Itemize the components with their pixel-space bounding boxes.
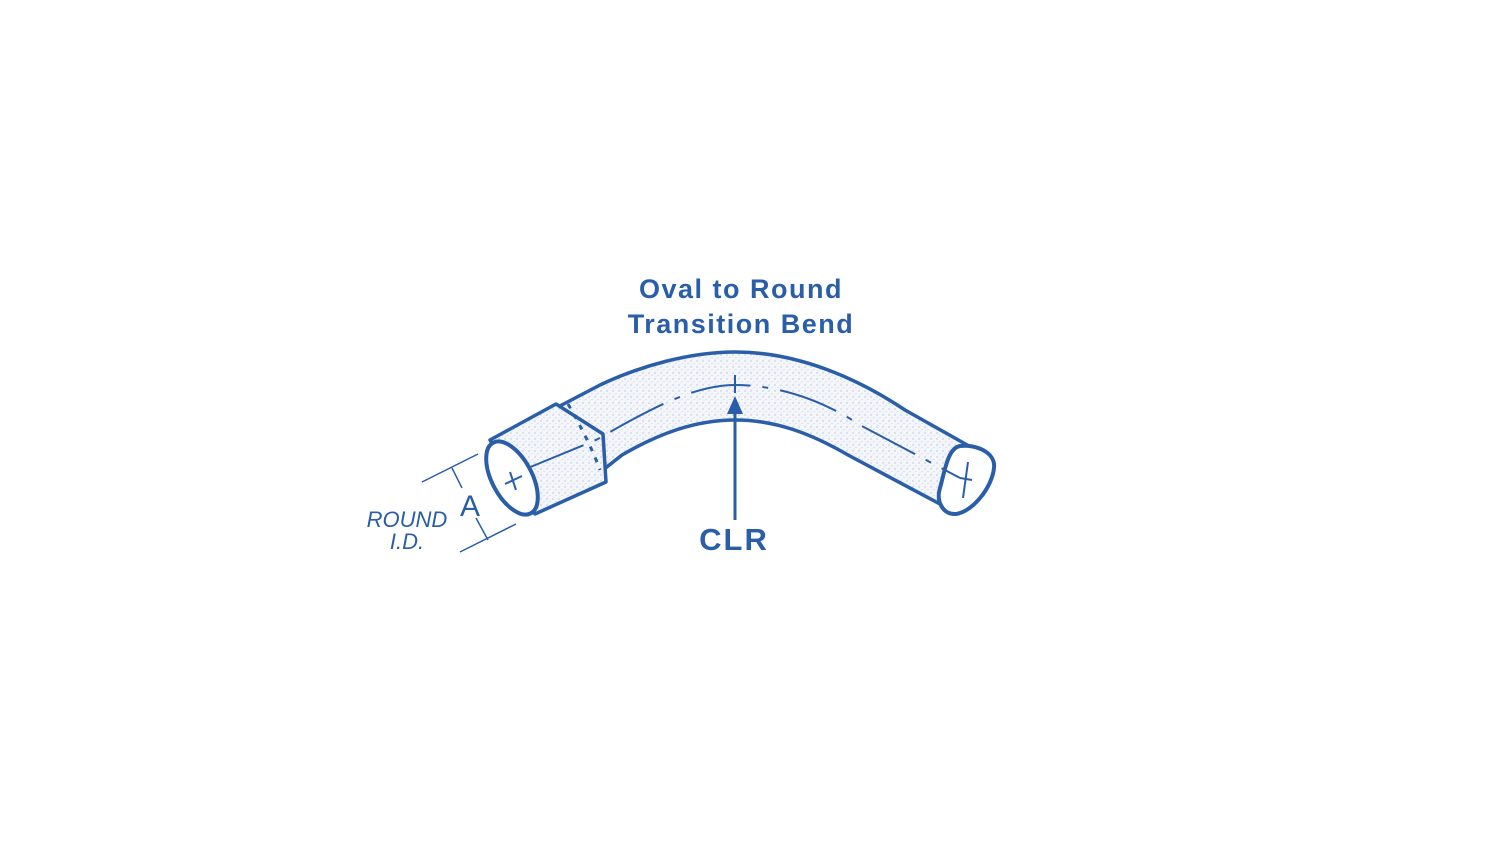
- clr-arrow-head: [727, 396, 743, 414]
- bent-tube: [484, 350, 997, 517]
- round-end-center-v: [509, 471, 517, 491]
- diagram-title-line1: Oval to Round: [639, 274, 843, 304]
- dimension-letter: A: [460, 490, 480, 523]
- diagram-title-line2: Transition Bend: [628, 309, 855, 339]
- oval-end-center-b: [962, 461, 969, 499]
- dimension-ext-top: [421, 453, 479, 483]
- dimension-a: [421, 453, 517, 553]
- round-label-line1: ROUND: [367, 507, 448, 532]
- dimension-ext-bottom: [459, 523, 517, 553]
- clr-arrow: [727, 396, 743, 520]
- dimension-line-lower: [475, 517, 489, 541]
- tube-body-shading: [556, 352, 987, 512]
- round-label-line2: I.D.: [390, 529, 424, 554]
- socket-joint-line: [566, 403, 602, 471]
- dimension-line-upper: [451, 467, 463, 489]
- clr-label: CLR: [699, 522, 769, 557]
